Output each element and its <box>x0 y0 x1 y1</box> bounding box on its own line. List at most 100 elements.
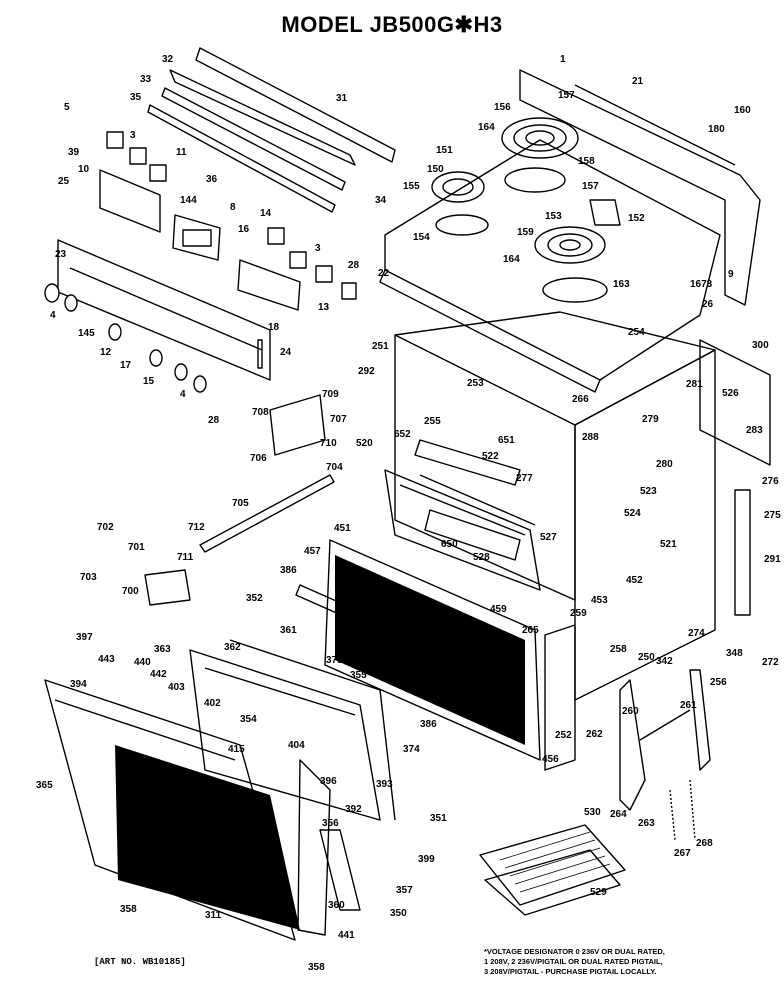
label-26: 26 <box>702 299 714 310</box>
diagram-title: MODEL JB500G✱H3 <box>281 12 503 37</box>
label-386-lower: 386 <box>420 719 437 730</box>
side-shield-275 <box>734 489 751 616</box>
label-253: 253 <box>467 378 484 389</box>
label-267: 267 <box>674 848 691 859</box>
control-knobs <box>44 283 207 393</box>
label-18: 18 <box>268 322 280 333</box>
label-460: 460 <box>410 597 427 608</box>
label-348: 348 <box>726 648 743 659</box>
label-155: 155 <box>403 181 420 192</box>
label-403: 403 <box>168 682 185 693</box>
label-16: 16 <box>238 224 250 235</box>
label-274: 274 <box>688 628 705 639</box>
label-443: 443 <box>98 654 115 665</box>
label-450: 450 <box>412 640 429 651</box>
label-157-lower: 157 <box>582 181 599 192</box>
label-457: 457 <box>304 546 321 557</box>
cooktop <box>379 139 721 393</box>
hinge-springs <box>669 779 696 841</box>
rear-bracket-276 <box>699 339 771 466</box>
label-280: 280 <box>656 459 673 470</box>
label-11: 11 <box>176 147 187 158</box>
label-159: 159 <box>517 227 534 238</box>
label-357: 357 <box>396 885 413 896</box>
surface-units <box>431 117 608 303</box>
label-261: 261 <box>680 700 697 711</box>
label-311: 311 <box>205 910 222 921</box>
label-520: 520 <box>356 438 373 449</box>
label-163: 163 <box>613 279 630 290</box>
label-14: 14 <box>260 208 272 219</box>
backsplash <box>519 69 761 306</box>
label-650: 650 <box>441 539 458 550</box>
door-side-trims <box>297 759 361 936</box>
label-710: 710 <box>320 438 337 449</box>
label-283: 283 <box>746 425 763 436</box>
label-522: 522 <box>482 451 499 462</box>
label-39: 39 <box>68 147 80 158</box>
note-line: 3 208V/PIGTAIL - PURCHASE PIGTAIL LOCALL… <box>484 967 657 976</box>
label-32: 32 <box>162 54 174 65</box>
note-line: 1 208V, 2 236V/PIGTAIL OR DUAL RATED PIG… <box>484 957 663 966</box>
art-number: [ART NO. WB10185] <box>94 957 186 967</box>
label-150: 150 <box>427 164 444 175</box>
label-5: 5 <box>64 102 70 113</box>
label-362: 362 <box>224 642 241 653</box>
label-288: 288 <box>582 432 599 443</box>
label-268: 268 <box>696 838 713 849</box>
label-151: 151 <box>436 145 453 156</box>
label-36: 36 <box>206 174 218 185</box>
label-360: 360 <box>328 900 345 911</box>
label-351: 351 <box>430 813 447 824</box>
door-liner-stack <box>189 639 396 821</box>
label-358-left: 358 <box>120 904 137 915</box>
panel-endcap-24 <box>257 339 263 369</box>
label-700: 700 <box>122 586 139 597</box>
label-453: 453 <box>591 595 608 606</box>
part-labels: 5 39 32 33 35 31 3 11 10 36 25 144 8 34 … <box>36 54 781 973</box>
door-hinges <box>619 669 711 811</box>
broil-pan-710 <box>269 394 326 456</box>
label-144: 144 <box>180 195 197 206</box>
backguard-trim-pieces <box>147 47 396 213</box>
label-258: 258 <box>610 644 627 655</box>
control-panel-back <box>99 169 161 233</box>
label-291: 291 <box>764 554 781 565</box>
label-21: 21 <box>632 76 644 87</box>
label-1: 1 <box>560 54 566 65</box>
hinge-receivers <box>544 624 576 771</box>
label-17: 17 <box>120 360 132 371</box>
label-386-upper: 386 <box>280 565 297 576</box>
label-262: 262 <box>586 729 603 740</box>
label-265: 265 <box>522 625 539 636</box>
label-4-right: 4 <box>180 389 186 400</box>
label-399: 399 <box>418 854 435 865</box>
label-156: 156 <box>494 102 511 113</box>
outer-door <box>44 679 296 941</box>
label-342: 342 <box>656 656 673 667</box>
label-355: 355 <box>350 670 367 681</box>
label-1673: 1673 <box>690 279 713 290</box>
label-255: 255 <box>424 416 441 427</box>
label-13: 13 <box>318 302 330 313</box>
label-8: 8 <box>230 202 236 213</box>
label-404: 404 <box>288 740 305 751</box>
label-354: 354 <box>240 714 257 725</box>
label-442: 442 <box>150 669 167 680</box>
label-275: 275 <box>764 510 781 521</box>
label-35: 35 <box>130 92 142 103</box>
label-709: 709 <box>322 389 339 400</box>
label-530: 530 <box>584 807 601 818</box>
label-356: 356 <box>322 818 339 829</box>
label-276: 276 <box>762 476 779 487</box>
label-3-upper: 3 <box>130 130 136 141</box>
voltage-notes: *VOLTAGE DESIGNATOR 0 236V OR DUAL RATED… <box>484 947 665 977</box>
label-15: 15 <box>143 376 155 387</box>
bake-element <box>424 509 521 561</box>
label-153: 153 <box>545 211 562 222</box>
label-256: 256 <box>710 677 727 688</box>
label-160: 160 <box>734 105 751 116</box>
label-459: 459 <box>490 604 507 615</box>
control-panel-front <box>57 239 271 381</box>
label-415: 415 <box>228 744 245 755</box>
